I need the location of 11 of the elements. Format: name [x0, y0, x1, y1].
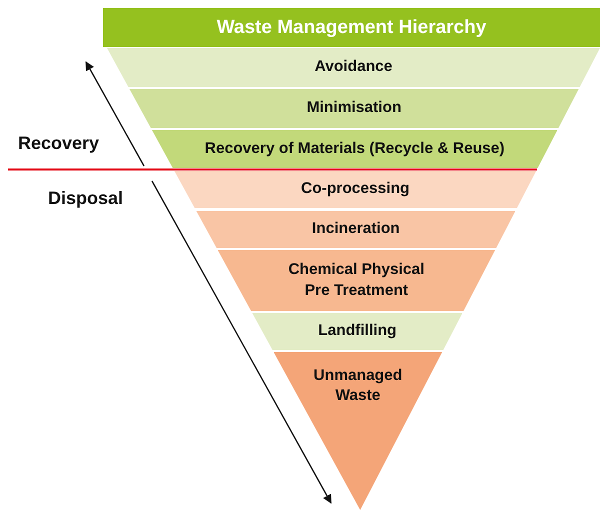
hierarchy-layer: Recovery of Materials (Recycle & Reuse) — [152, 130, 558, 168]
hierarchy-layer: Unmanaged Waste — [274, 352, 442, 510]
title-banner: Waste Management Hierarchy — [103, 8, 600, 47]
hierarchy-layer: Incineration — [196, 211, 516, 248]
hierarchy-layer: Landfilling — [252, 313, 462, 350]
section-label: Disposal — [48, 188, 124, 209]
hierarchy-layer: Minimisation — [129, 89, 579, 128]
hierarchy-layer: Chemical Physical Pre Treatment — [218, 250, 496, 311]
hierarchy-layer: Avoidance — [107, 48, 600, 87]
hierarchy-layer: Co-processing — [174, 171, 536, 208]
section-label: Recovery — [18, 133, 100, 154]
